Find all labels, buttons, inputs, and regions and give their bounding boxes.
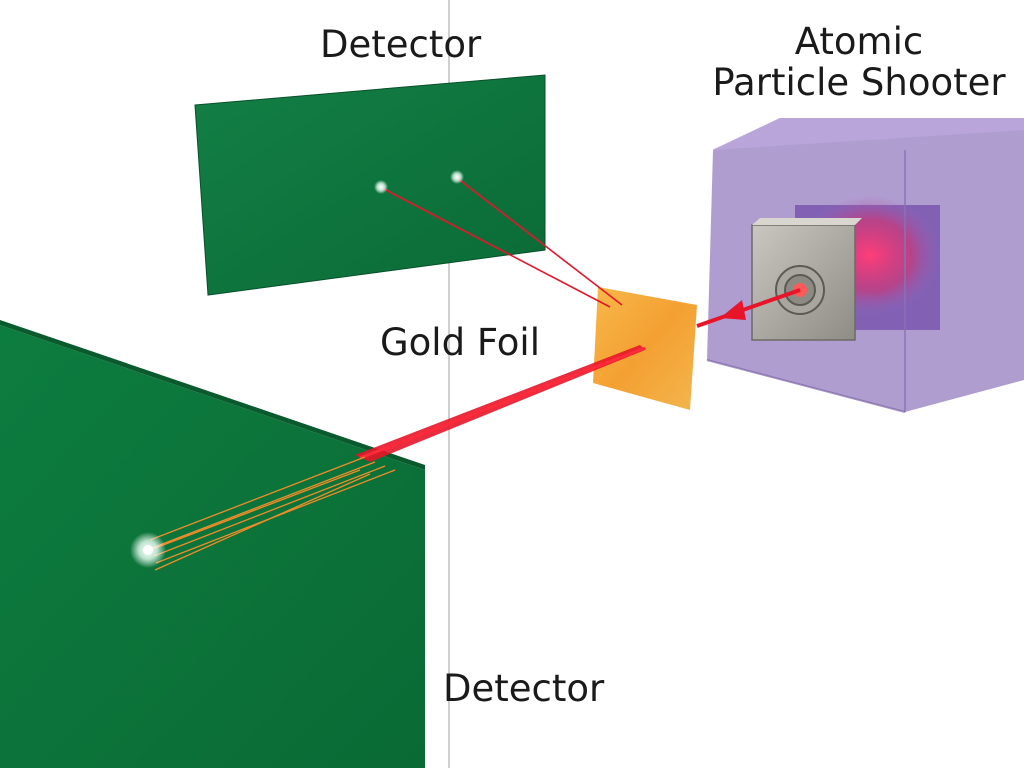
gold-foil-label: Gold Foil	[380, 321, 540, 364]
particle-shooter-label-line2: Particle Shooter	[712, 60, 1006, 104]
bottom-detector-screen	[0, 325, 425, 768]
bottom-detector-label: Detector	[443, 667, 605, 710]
beam-arrowhead	[720, 300, 746, 320]
deflected-beam-1	[381, 187, 611, 308]
incoming-beam	[696, 288, 801, 328]
top-detector-label: Detector	[320, 23, 482, 66]
detector-traces	[149, 456, 396, 571]
top-detector-screen	[194, 74, 546, 296]
top-hit-spot-1	[374, 180, 388, 194]
particle-shooter-label-line1: Atomic	[794, 20, 924, 63]
shooter-nozzle-plate	[751, 218, 862, 341]
top-hit-spot-2	[450, 170, 464, 184]
bottom-detector-edge	[0, 320, 425, 470]
deflected-beam-2	[456, 177, 623, 306]
particle-shooter-label: Atomic Particle Shooter	[700, 20, 1018, 104]
